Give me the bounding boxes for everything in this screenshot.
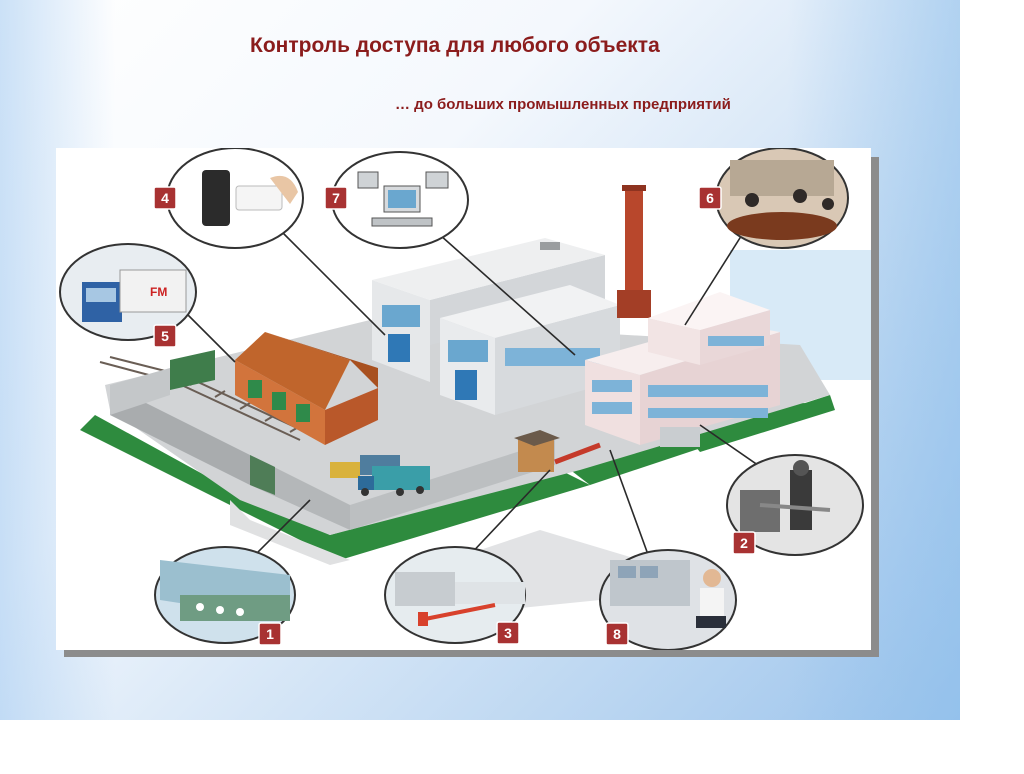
badge-3: 3 xyxy=(496,621,520,645)
callout-fence xyxy=(154,546,296,644)
badge-6: 6 xyxy=(698,186,722,210)
badge-label: 7 xyxy=(332,190,340,206)
badge-label: 3 xyxy=(504,625,512,641)
callout-meeting-room xyxy=(715,148,849,249)
badge-4: 4 xyxy=(153,186,177,210)
perimeter-fence xyxy=(110,350,555,530)
page-subtitle: … до больших промышленных предприятий xyxy=(395,96,731,113)
callout-truck: FM xyxy=(59,243,197,341)
badge-label: 2 xyxy=(740,535,748,551)
trucks xyxy=(330,455,430,496)
badge-label: 6 xyxy=(706,190,714,206)
callout-card-reader xyxy=(166,148,304,249)
callout-computers xyxy=(331,151,469,249)
callout-operator xyxy=(599,549,737,650)
diagram-panel: FM 1 2 3 4 5 6 7 8 xyxy=(56,148,871,650)
badge-8: 8 xyxy=(605,622,629,646)
badge-1: 1 xyxy=(258,622,282,646)
office-building xyxy=(585,292,780,447)
chimney xyxy=(617,185,651,318)
badge-2: 2 xyxy=(732,531,756,555)
badge-5: 5 xyxy=(153,324,177,348)
badge-label: 4 xyxy=(161,190,169,206)
badge-7: 7 xyxy=(324,186,348,210)
svg-text:FM: FM xyxy=(150,285,167,299)
badge-label: 1 xyxy=(266,626,274,642)
facility-diagram: FM 1 2 3 4 5 6 7 8 xyxy=(59,148,871,650)
page-title: Контроль доступа для любого объекта xyxy=(250,34,660,57)
checkpoint-booth xyxy=(514,430,601,472)
callout-gate xyxy=(384,546,526,644)
callout-turnstile xyxy=(726,454,864,556)
number-badges: 1 2 3 4 5 6 7 8 xyxy=(153,186,756,646)
callout-lines xyxy=(177,229,766,571)
warehouse xyxy=(235,332,378,445)
badge-label: 8 xyxy=(613,626,621,642)
badge-label: 5 xyxy=(161,328,169,344)
